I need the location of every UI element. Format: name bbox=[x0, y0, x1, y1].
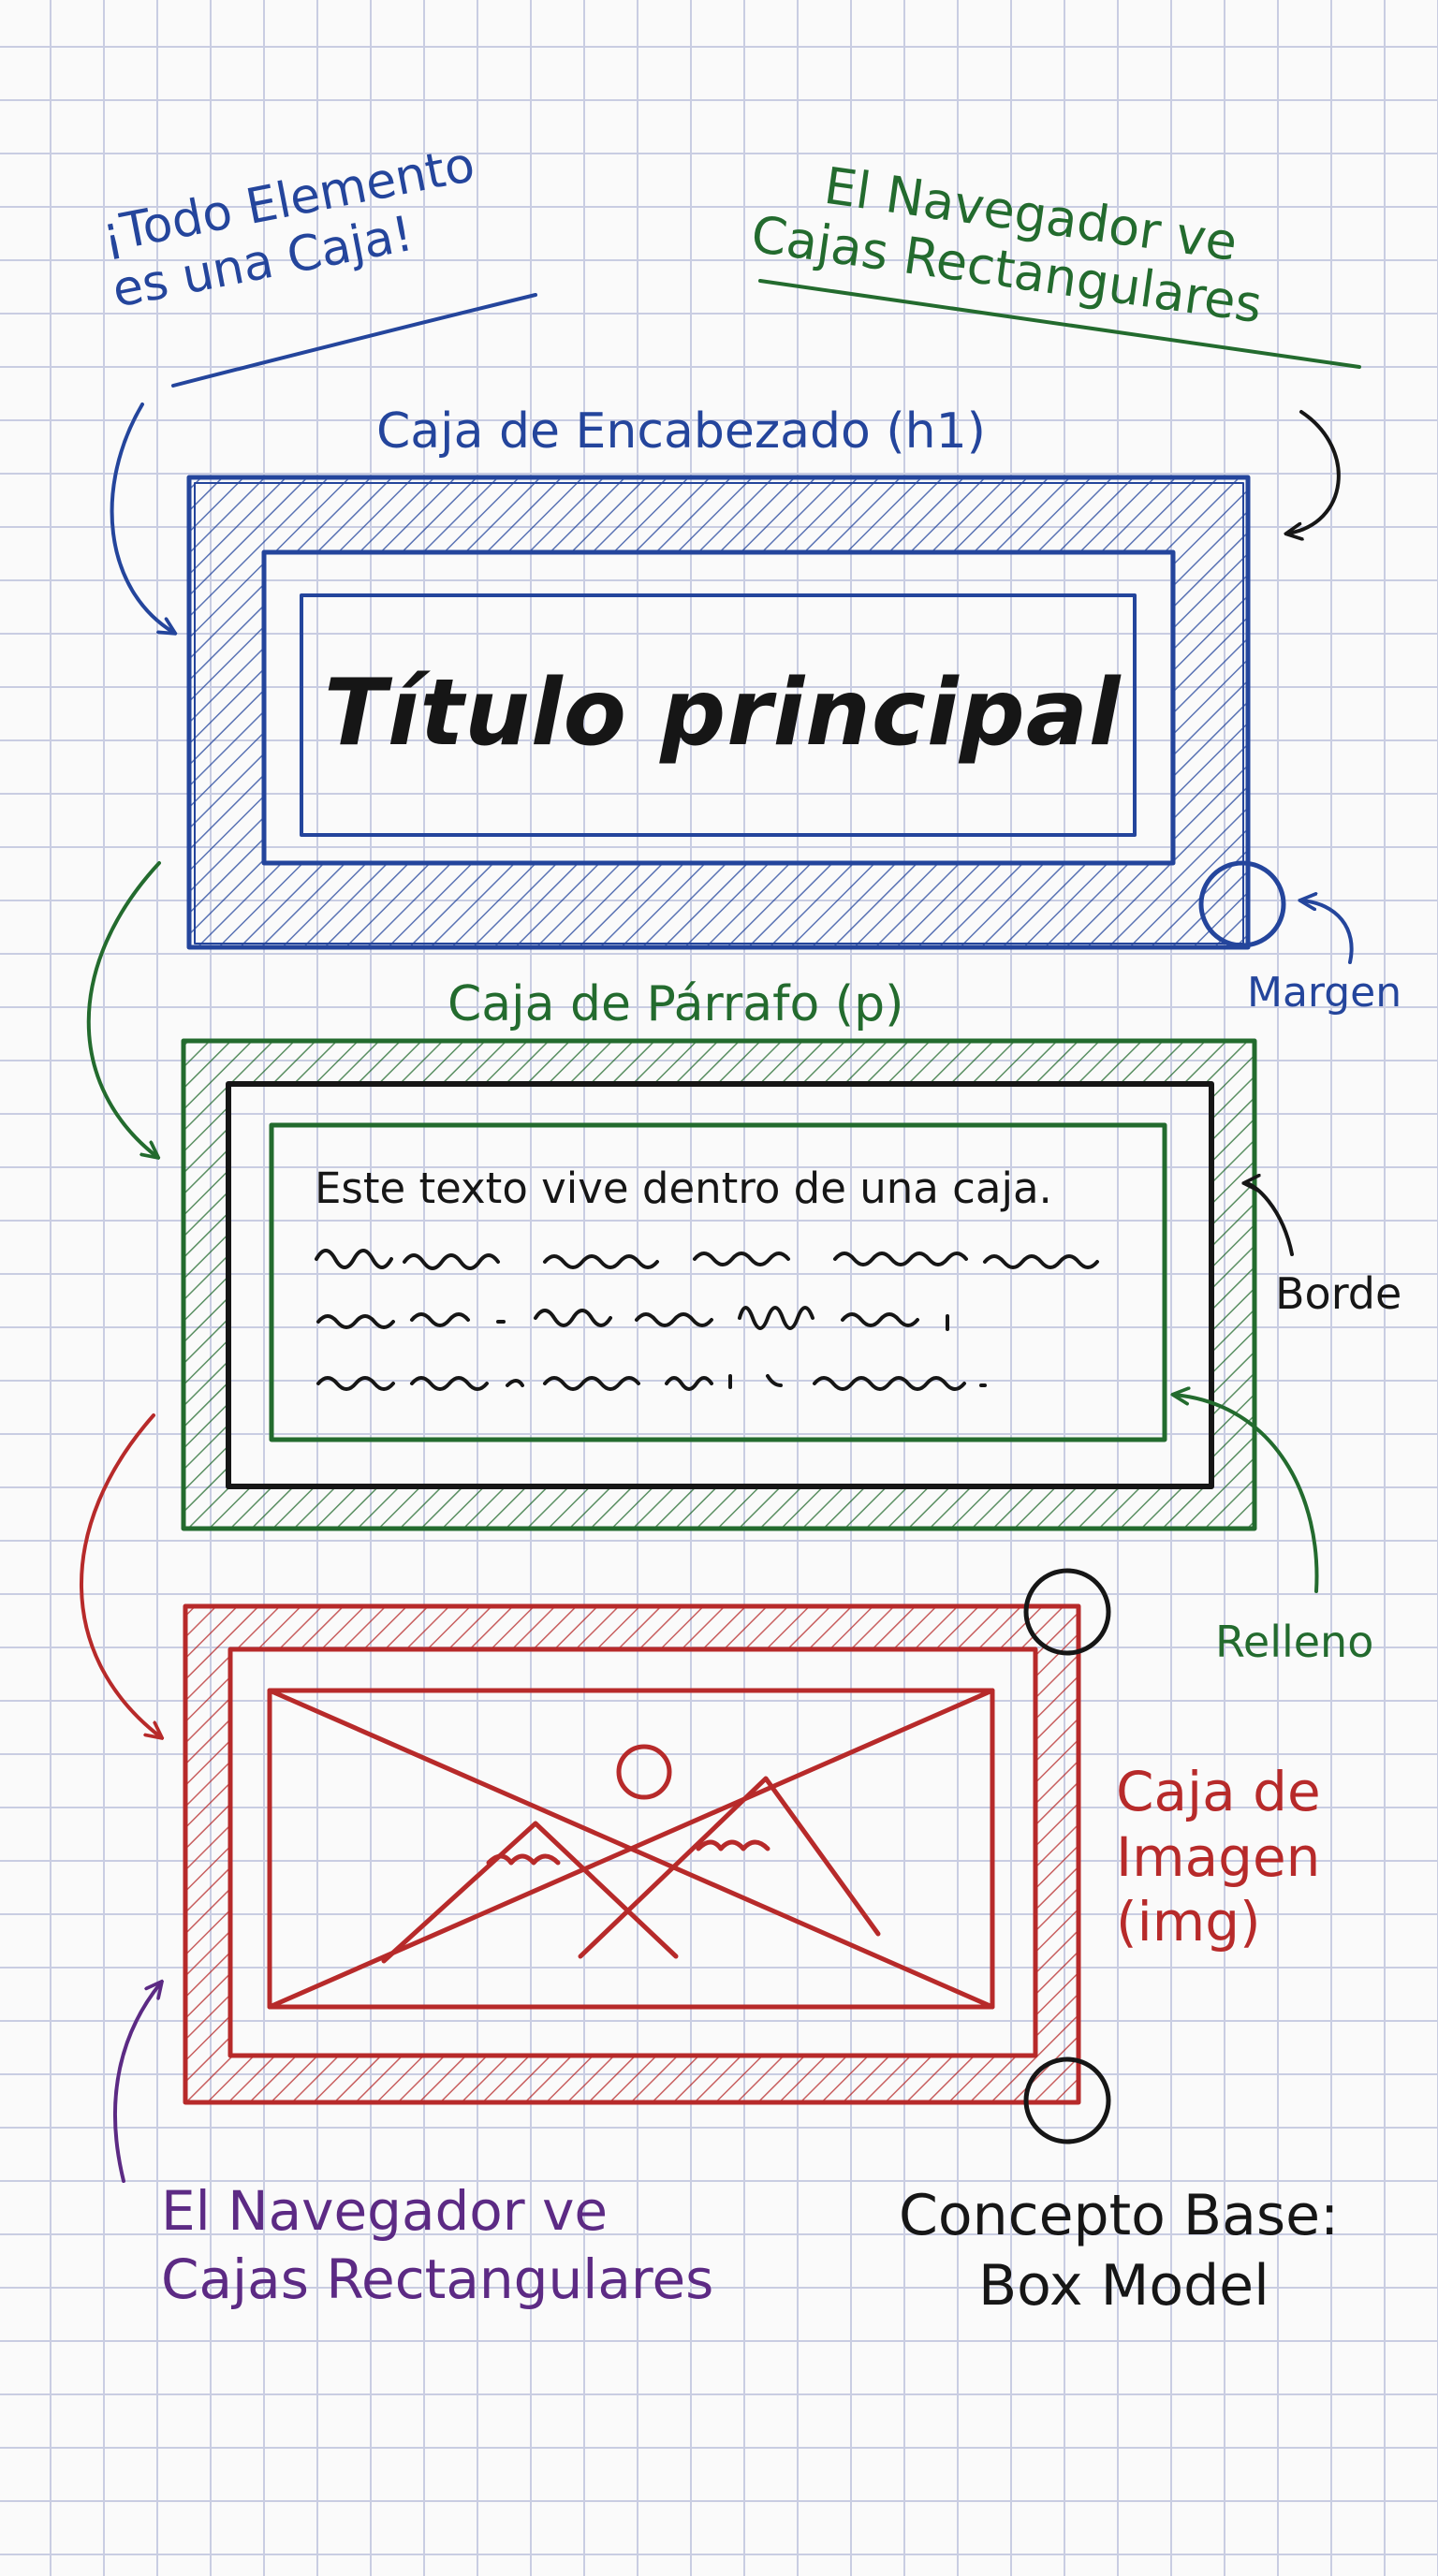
arrow-top-left-note bbox=[110, 402, 174, 633]
image-box-label-line-2: Imagen bbox=[1116, 1824, 1321, 1889]
image-border bbox=[227, 1647, 1038, 2058]
image-box-label-line-1: Caja de bbox=[1116, 1760, 1321, 1823]
top-left-note-underline bbox=[171, 293, 537, 388]
image-box-label-line-3: (img) bbox=[1116, 1890, 1261, 1954]
arrow-heading-to-paragraph bbox=[86, 861, 159, 1157]
bottom-right-note: Concepto Base: Box Model bbox=[899, 2181, 1339, 2321]
heading-content-title: Título principal bbox=[324, 660, 1122, 767]
heading-padding-edge bbox=[300, 593, 1137, 837]
paragraph-box-label: Caja de Párrafo (p) bbox=[448, 976, 904, 1032]
paragraph-outer-edge bbox=[181, 1038, 1257, 1531]
arrow-paragraph-to-image bbox=[80, 1413, 161, 1737]
image-padding-edge bbox=[267, 1688, 995, 2010]
bottom-left-note-line-1: El Navegador ve bbox=[161, 2179, 609, 2243]
paragraph-content-text: Este texto vive dentro de una caja. bbox=[315, 1164, 1052, 1213]
image-margin-area bbox=[185, 1606, 1078, 2102]
arrow-margen bbox=[1301, 900, 1354, 964]
bottom-right-note-line-1: Concepto Base: bbox=[899, 2183, 1340, 2248]
heading-border bbox=[261, 549, 1176, 866]
image-corner-circle-bottom bbox=[1023, 2056, 1111, 2144]
image-box bbox=[183, 1568, 1111, 2144]
scribble-text-lines bbox=[315, 1249, 1099, 1391]
margin-callout-label: Margen bbox=[1247, 969, 1402, 1017]
image-placeholder-icon bbox=[267, 1688, 995, 2010]
top-right-note-underline bbox=[758, 279, 1361, 369]
heading-box bbox=[186, 475, 1286, 950]
image-outer-edge bbox=[183, 1603, 1081, 2105]
border-callout-label: Borde bbox=[1275, 1268, 1402, 1319]
arrow-top-right-note bbox=[1287, 410, 1341, 534]
arrow-borde bbox=[1245, 1183, 1294, 1256]
paragraph-border bbox=[226, 1081, 1214, 1489]
bottom-left-note: El Navegador ve Cajas Rectangulares bbox=[161, 2177, 713, 2313]
paragraph-margin-area bbox=[183, 1041, 1255, 1529]
paragraph-padding-edge bbox=[269, 1122, 1167, 1442]
heading-margin-area bbox=[189, 477, 1248, 947]
image-corner-circle-top bbox=[1023, 1568, 1111, 1656]
padding-callout-label: Relleno bbox=[1215, 1617, 1374, 1667]
heading-outer-edge bbox=[186, 475, 1251, 950]
heading-outer-edge-sketch bbox=[194, 482, 1244, 944]
image-box-label: Caja de Imagen (img) bbox=[1116, 1760, 1321, 1955]
bottom-right-note-line-2: Box Model bbox=[978, 2253, 1269, 2319]
bottom-left-note-line-2: Cajas Rectangulares bbox=[161, 2247, 714, 2311]
paragraph-box bbox=[181, 1038, 1257, 1531]
arrow-bottom-left-note bbox=[113, 1983, 161, 2183]
arrow-relleno bbox=[1174, 1395, 1319, 1593]
heading-box-label: Caja de Encabezado (h1) bbox=[376, 403, 986, 460]
margin-marker-circle bbox=[1198, 860, 1286, 948]
